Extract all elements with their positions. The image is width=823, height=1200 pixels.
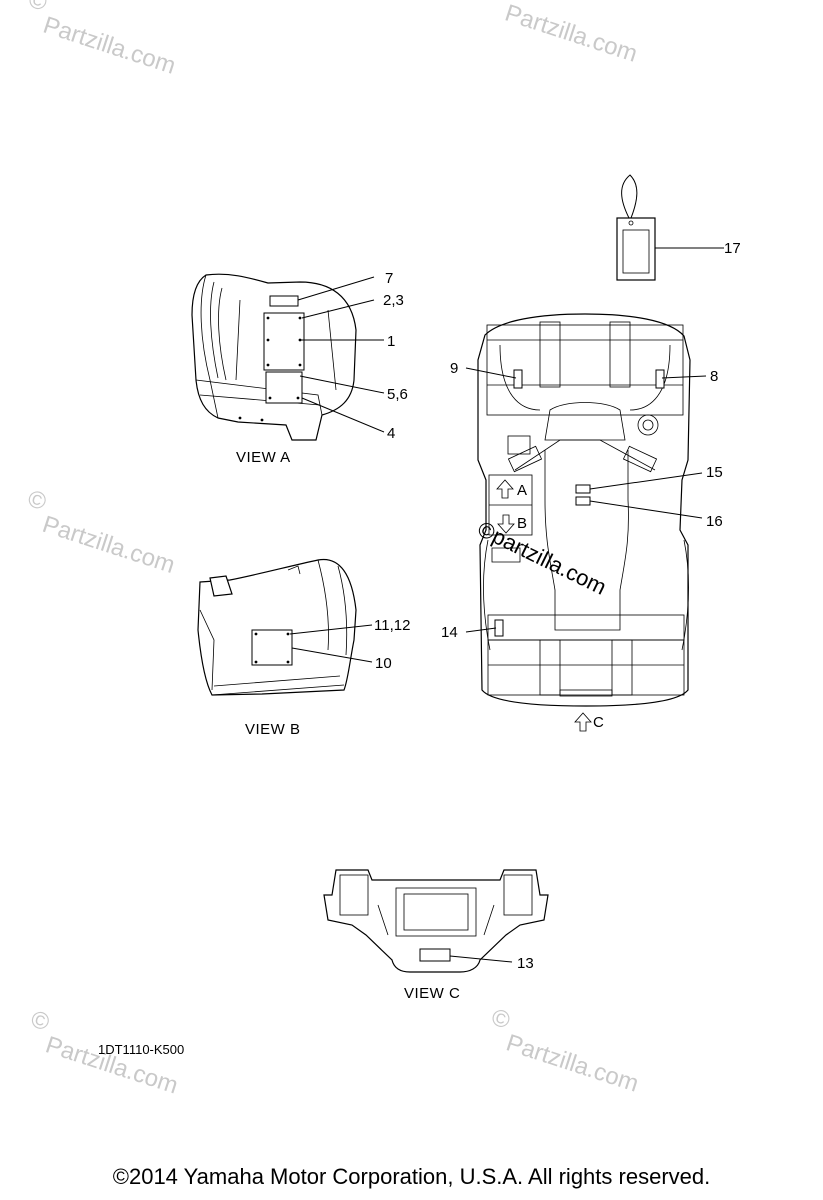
callout-16: 16 xyxy=(706,513,723,530)
watermark-top-left: © Partzilla.com xyxy=(25,0,179,80)
svg-text:©: © xyxy=(24,485,49,516)
watermark-top-right: © Partzilla.com xyxy=(487,0,641,68)
watermark-mid-left: © Partzilla.com xyxy=(24,485,178,579)
svg-text:©: © xyxy=(28,1006,53,1037)
svg-text:Partzilla.com: Partzilla.com xyxy=(40,12,179,80)
view-a-label: VIEW A xyxy=(236,449,291,466)
view-b-fender xyxy=(197,558,373,696)
svg-text:©: © xyxy=(487,0,512,5)
atv-top-view xyxy=(465,313,707,732)
callout-11-12: 11,12 xyxy=(374,617,410,634)
callout-13: 13 xyxy=(517,955,534,972)
arrow-a-label: A xyxy=(517,482,527,499)
copyright-notice: ©2014 Yamaha Motor Corporation, U.S.A. A… xyxy=(112,1164,711,1189)
callout-4: 4 xyxy=(387,425,395,442)
hang-tag xyxy=(616,174,724,281)
callout-17: 17 xyxy=(724,240,741,257)
callout-7: 7 xyxy=(385,270,393,287)
view-c-panel xyxy=(323,869,549,973)
callout-5-6: 5,6 xyxy=(387,386,408,403)
svg-text:Partzilla.com: Partzilla.com xyxy=(503,1029,642,1097)
callout-15: 15 xyxy=(706,464,723,481)
callout-2-3: 2,3 xyxy=(383,292,404,309)
view-b-label: VIEW B xyxy=(245,721,301,738)
watermark-bottom-right: © Partzilla.com xyxy=(488,1004,642,1098)
callout-14: 14 xyxy=(441,624,458,641)
arrow-b-label: B xyxy=(517,515,527,532)
callout-8: 8 xyxy=(710,368,718,385)
view-c-label: VIEW C xyxy=(404,985,460,1002)
callout-10: 10 xyxy=(375,655,392,672)
svg-text:Partzilla.com: Partzilla.com xyxy=(502,0,641,68)
arrow-c-label: C xyxy=(593,714,604,731)
svg-text:©: © xyxy=(488,1004,513,1035)
svg-text:Partzilla.com: Partzilla.com xyxy=(39,511,178,579)
view-a-fender xyxy=(191,273,385,441)
part-code: 1DT1110-K500 xyxy=(98,1042,185,1057)
callout-9: 9 xyxy=(450,360,458,377)
callout-1: 1 xyxy=(387,333,395,350)
